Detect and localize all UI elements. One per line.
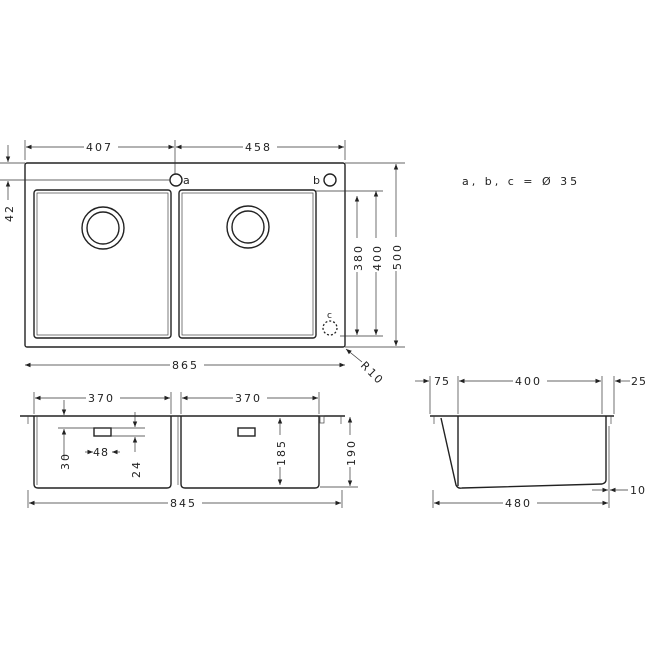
hole-diameter-note: a, b, c = Ø 35 — [462, 175, 580, 188]
front-view: 370 370 30 48 24 185 190 845 — [20, 391, 358, 510]
tap-hole-b — [323, 173, 337, 187]
dim-185: 185 — [275, 439, 288, 466]
dim-24: 24 — [130, 460, 143, 478]
dim-25: 25 — [631, 375, 647, 388]
left-bowl — [33, 189, 172, 339]
dim-30: 30 — [59, 452, 72, 470]
dim-845: 845 — [170, 497, 197, 510]
label-c: c — [327, 311, 332, 321]
dim-865: 865 — [172, 359, 199, 372]
dim-407: 407 — [86, 141, 113, 154]
dim-400-side: 400 — [515, 375, 542, 388]
dim-370-right: 370 — [235, 392, 262, 405]
dim-458: 458 — [245, 141, 272, 154]
dim-75: 75 — [434, 375, 450, 388]
dim-400: 400 — [371, 244, 384, 271]
tap-hole-c — [322, 320, 338, 336]
dim-r10: R10 — [358, 359, 387, 388]
side-view: 75 400 25 10 480 — [415, 374, 647, 510]
right-drain-icon — [226, 205, 270, 249]
dim-10: 10 — [630, 484, 646, 497]
top-view: a b c 407 458 865 42 500 400 380 R10 — [0, 140, 405, 388]
dim-480: 480 — [505, 497, 532, 510]
label-b: b — [313, 174, 320, 187]
dim-500: 500 — [391, 243, 404, 270]
dim-190: 190 — [345, 439, 358, 466]
tap-hole-a — [169, 173, 183, 187]
left-overflow — [93, 427, 112, 437]
right-bowl — [178, 189, 317, 339]
dim-42: 42 — [3, 204, 16, 222]
label-a: a — [183, 174, 190, 187]
dim-380: 380 — [352, 244, 365, 271]
left-drain-icon — [81, 206, 125, 250]
sink-outline — [24, 162, 346, 348]
right-overflow — [237, 427, 256, 437]
dim-48: 48 — [93, 446, 109, 459]
dim-370-left: 370 — [88, 392, 115, 405]
